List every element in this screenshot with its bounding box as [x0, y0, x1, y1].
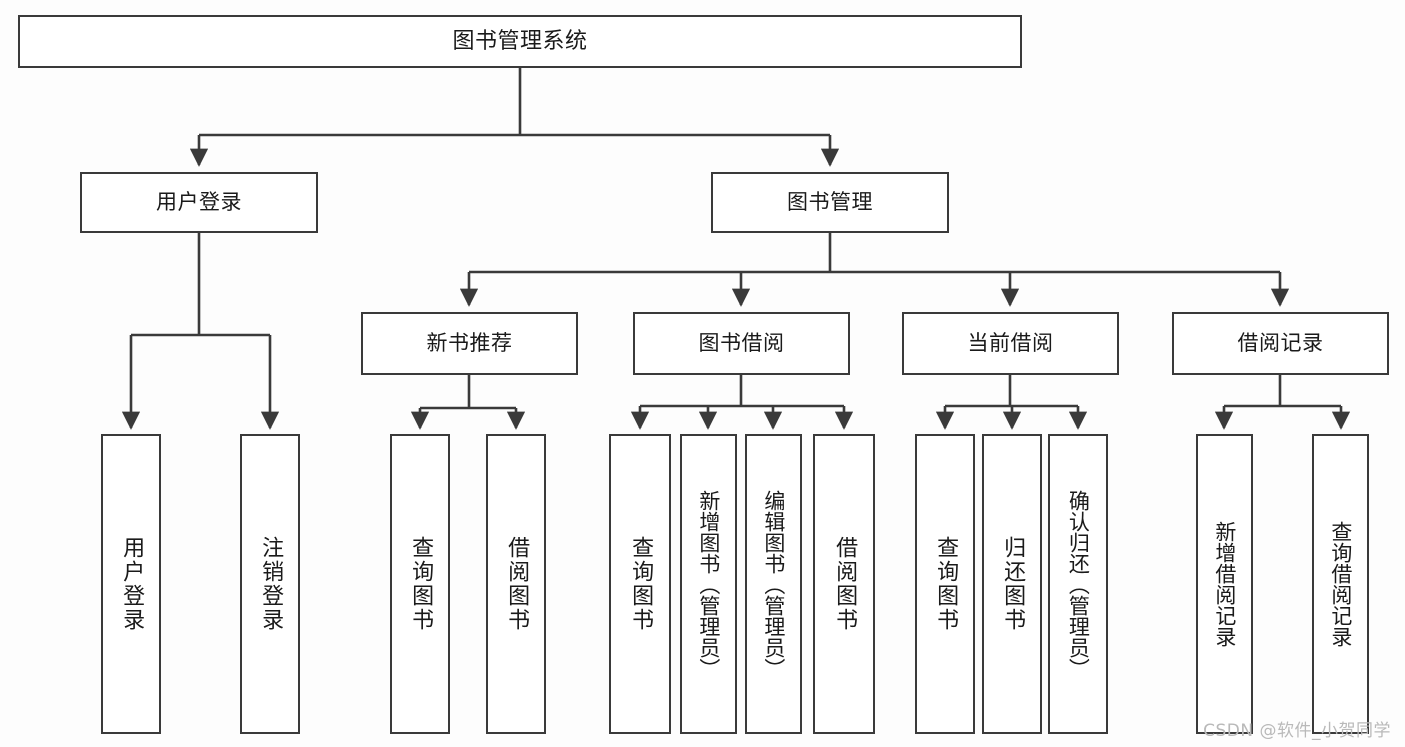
node-label: 当前借阅 — [967, 331, 1054, 356]
leaf-current-confirm-return[interactable]: 确认归还（管理员） — [1048, 434, 1108, 734]
leaf-borrow-borrow-book[interactable]: 借阅图书 — [813, 434, 875, 734]
leaf-record-query[interactable]: 查询借阅记录 — [1312, 434, 1369, 734]
leaf-user-login[interactable]: 用户登录 — [101, 434, 161, 734]
leaf-new-book-query[interactable]: 查询图书 — [390, 434, 450, 734]
node-label: 注销登录 — [258, 536, 284, 632]
node-new-book-recommend[interactable]: 新书推荐 — [361, 312, 578, 375]
leaf-borrow-edit-book[interactable]: 编辑图书（管理员） — [745, 434, 802, 734]
node-label: 编辑图书（管理员） — [761, 489, 786, 679]
leaf-current-query-book[interactable]: 查询图书 — [915, 434, 975, 734]
leaf-user-logout[interactable]: 注销登录 — [240, 434, 300, 734]
node-label: 借阅记录 — [1237, 331, 1324, 356]
leaf-borrow-add-book[interactable]: 新增图书（管理员） — [680, 434, 737, 734]
node-label: 新书推荐 — [426, 331, 513, 356]
watermark: CSDN @软件_小贺同学 — [1203, 721, 1391, 741]
node-label: 图书管理系统 — [452, 28, 588, 54]
node-label: 借阅图书 — [504, 536, 530, 632]
node-label: 查询图书 — [408, 536, 434, 632]
node-label: 查询借阅记录 — [1328, 521, 1353, 647]
node-book-management[interactable]: 图书管理 — [711, 172, 949, 233]
node-root-system[interactable]: 图书管理系统 — [18, 15, 1022, 68]
node-label: 归还图书 — [1000, 536, 1026, 632]
leaf-record-add[interactable]: 新增借阅记录 — [1196, 434, 1253, 734]
node-borrow-record[interactable]: 借阅记录 — [1172, 312, 1389, 375]
node-label: 新增借阅记录 — [1212, 521, 1237, 647]
node-label: 用户登录 — [156, 190, 242, 215]
node-label: 查询图书 — [628, 536, 654, 632]
leaf-new-book-borrow[interactable]: 借阅图书 — [486, 434, 546, 734]
node-label: 新增图书（管理员） — [696, 489, 721, 679]
leaf-current-return-book[interactable]: 归还图书 — [982, 434, 1042, 734]
node-label: 查询图书 — [933, 536, 959, 632]
leaf-borrow-query-book[interactable]: 查询图书 — [609, 434, 671, 734]
node-label: 确认归还（管理员） — [1066, 489, 1091, 679]
node-label: 图书管理 — [787, 190, 873, 215]
node-label: 借阅图书 — [832, 536, 858, 632]
node-user-login[interactable]: 用户登录 — [80, 172, 318, 233]
node-label: 图书借阅 — [698, 331, 785, 356]
node-label: 用户登录 — [119, 536, 145, 632]
node-book-borrow[interactable]: 图书借阅 — [633, 312, 850, 375]
node-current-borrow[interactable]: 当前借阅 — [902, 312, 1119, 375]
